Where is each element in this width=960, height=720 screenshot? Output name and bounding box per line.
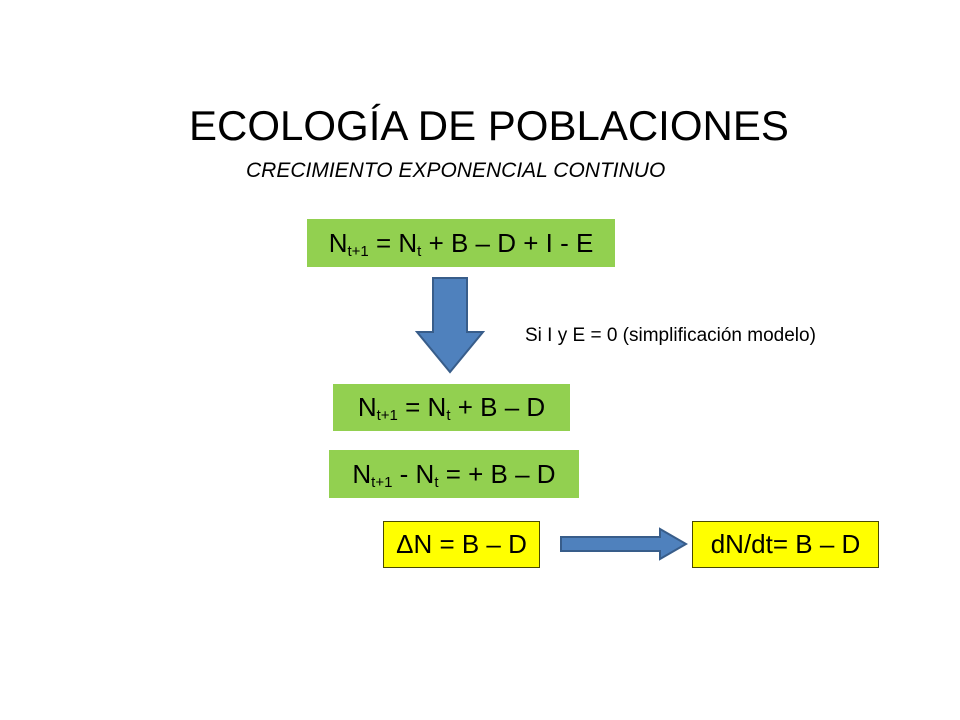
eq3-text: Nt+1 - Nt = + B – D (352, 458, 556, 491)
equation-box-delta-n: ΔN = B – D (383, 521, 540, 568)
slide-title: ECOLOGÍA DE POBLACIONES (189, 102, 789, 149)
down-arrow-icon (414, 277, 486, 374)
slide-subtitle: CRECIMIENTO EXPONENCIAL CONTINUO (246, 159, 666, 182)
right-arrow-icon (560, 527, 689, 561)
equation-box-simplified: Nt+1 = Nt + B – D (333, 384, 570, 431)
eq5-text: dN/dt= B – D (710, 529, 861, 559)
eq1-text: Nt+1 = Nt + B – D + I - E (328, 227, 594, 260)
equation-box-derivative: dN/dt= B – D (692, 521, 879, 568)
eq4-text: ΔN = B – D (396, 529, 527, 559)
equation-box-difference: Nt+1 - Nt = + B – D (329, 450, 579, 498)
eq2-text: Nt+1 = Nt + B – D (357, 392, 546, 424)
simplification-note: Si I y E = 0 (simplificación modelo) (525, 325, 816, 346)
equation-box-full-model: Nt+1 = Nt + B – D + I - E (307, 219, 615, 267)
